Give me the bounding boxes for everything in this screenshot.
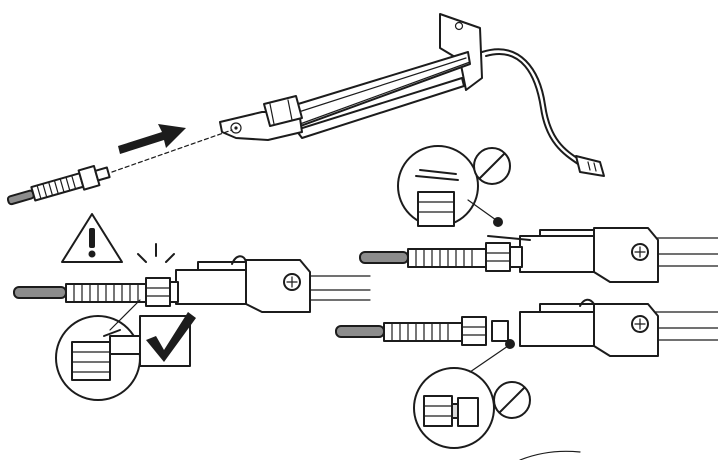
igniter-holder-incorrect-2: [519, 298, 718, 357]
incorrect-detail-callout-2: [413, 339, 515, 449]
prohibited-icon: [493, 381, 531, 419]
warning-triangle-icon: [61, 213, 123, 263]
prohibited-icon: [473, 147, 511, 185]
cropped-edge-arc: [519, 450, 581, 460]
correct-detail-callout: [55, 299, 141, 401]
igniter-correct: [13, 277, 179, 307]
insertion-guide-line: [111, 129, 233, 173]
igniter-incorrect-1: [359, 242, 523, 272]
cable-connector: [575, 155, 605, 177]
igniter-holder-top: [219, 95, 303, 141]
checkmark-icon: [139, 312, 196, 367]
igniter-top: [6, 164, 111, 206]
mounting-bracket: [271, 13, 483, 139]
sensor-cable: [481, 48, 605, 177]
arrow-right-icon: [118, 124, 186, 154]
igniter-holder-correct: [175, 255, 371, 313]
igniter-incorrect-2: [335, 316, 509, 346]
contact-sparkle: [137, 243, 175, 263]
igniter-holder-incorrect-1: [487, 227, 718, 283]
incorrect-detail-callout-1: [397, 145, 503, 227]
